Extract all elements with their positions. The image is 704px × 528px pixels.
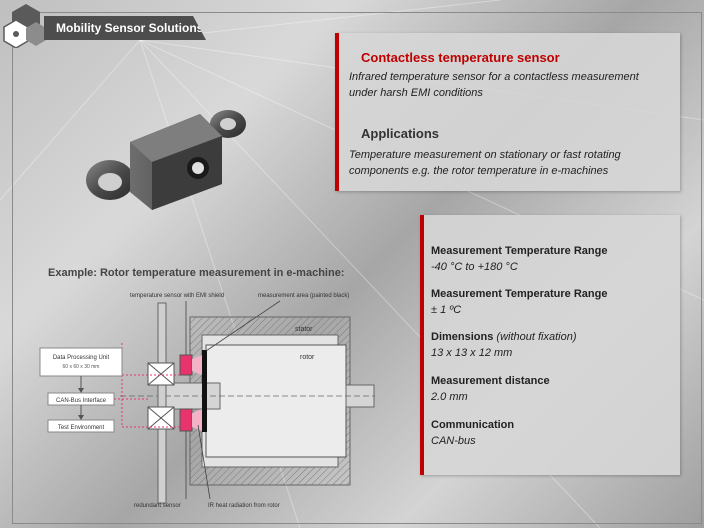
sensor-emi-label: temperature sensor with EMI shield: [130, 293, 224, 299]
spec-item: Measurement distance 2.0 mm: [431, 373, 550, 405]
spec-label: Measurement distance: [431, 375, 550, 387]
canbus-label: CAN-Bus Interface: [56, 398, 107, 404]
dpu-label: Data Processing Unit: [53, 355, 110, 361]
rotor-measurement-diagram: stator rotor Data Processing Unit 60 x 6…: [39, 293, 375, 509]
spec-value: 13 x 13 x 12 mm: [431, 347, 513, 359]
dpu-size-label: 60 x 60 x 30 mm: [63, 364, 100, 370]
specs-panel: Measurement Temperature Range -40 °C to …: [420, 215, 680, 475]
spec-value: ± 1 ºC: [431, 304, 462, 316]
product-description: Infrared temperature sensor for a contac…: [349, 71, 639, 99]
spec-label: Communication: [431, 419, 515, 431]
ir-radiation-label: IR heat radiation from rotor: [208, 503, 280, 509]
temperature-sensor-top: [179, 354, 193, 376]
slide-frame: [12, 12, 702, 524]
spec-item: Dimensions (without fixation) 13 x 13 x …: [431, 329, 577, 361]
spec-item: Measurement Temperature Range -40 °C to …: [431, 243, 607, 275]
spec-label: Measurement Temperature Range: [431, 245, 608, 257]
stator-label: stator: [295, 326, 313, 333]
accent-bar: [335, 33, 339, 191]
example-title: Example: Rotor temperature measurement i…: [48, 267, 345, 279]
accent-bar: [420, 215, 424, 475]
spec-value: -40 °C to +180 °C: [431, 261, 518, 273]
header-title: Mobility Sensor Solutions: [44, 16, 206, 40]
spec-label-note: (without fixation): [496, 331, 577, 343]
product-panel: Contactless temperature sensor Infrared …: [335, 33, 680, 191]
temperature-sensor-bottom: [179, 408, 193, 432]
measurement-area-label: measurement area (painted black): [258, 293, 349, 299]
spec-label: Dimensions: [431, 331, 494, 343]
applications-title: Applications: [361, 126, 440, 141]
spec-item: Communication CAN-bus: [431, 417, 514, 449]
product-title: Contactless temperature sensor: [361, 50, 560, 65]
spec-item: Measurement Temperature Range ± 1 ºC: [431, 286, 607, 318]
company-logo-icon: [3, 4, 46, 48]
spec-label: Measurement Temperature Range: [431, 288, 608, 300]
test-env-label: Test Environment: [58, 425, 105, 431]
redundant-sensor-label: redundant sensor: [134, 503, 181, 509]
spec-value: 2.0 mm: [431, 391, 468, 403]
rotor-label: rotor: [300, 354, 315, 361]
applications-description: Temperature measurement on stationary or…: [349, 149, 621, 177]
spec-value: CAN-bus: [431, 435, 476, 447]
sensor-product-image: [86, 110, 246, 210]
